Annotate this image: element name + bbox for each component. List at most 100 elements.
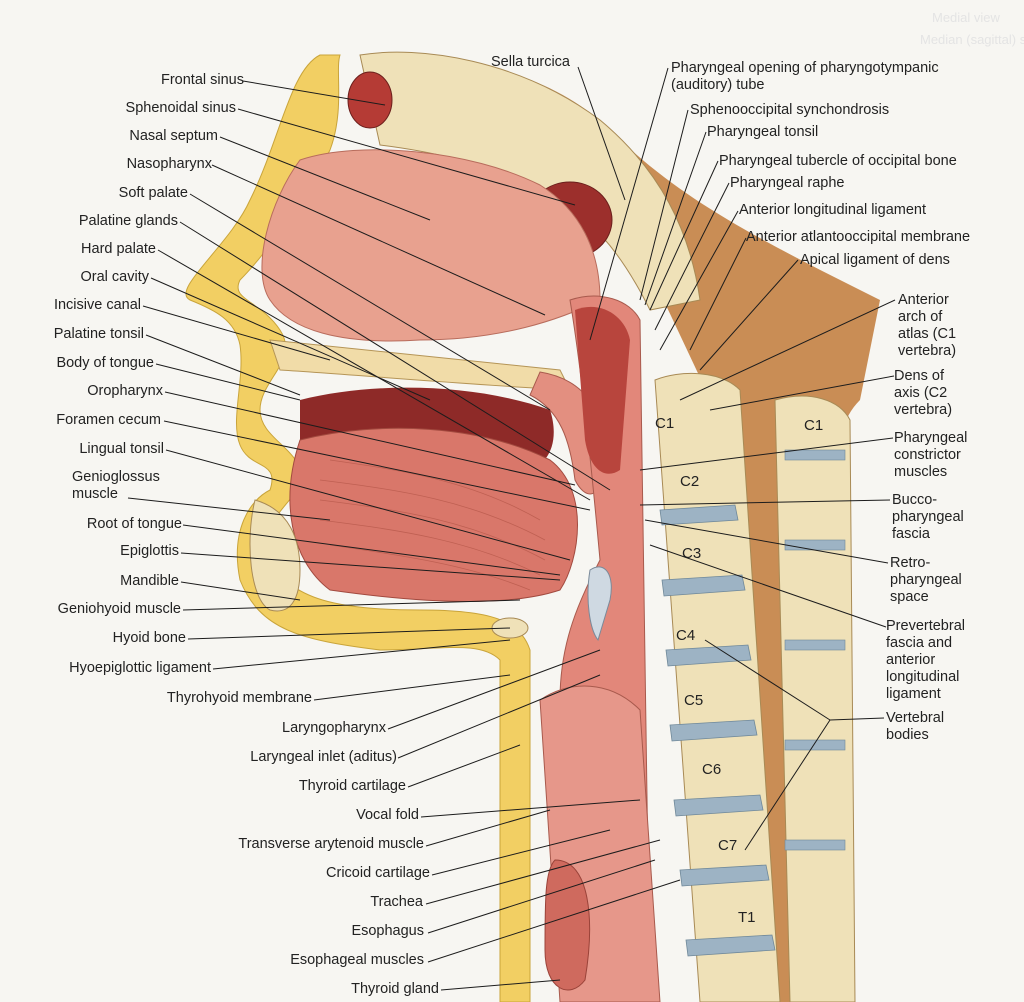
- label-pharyngeal-tonsil: Pharyngeal tonsil: [707, 124, 819, 140]
- leader-line: [654, 182, 730, 331]
- leader-line: [145, 334, 301, 396]
- leader-line: [440, 979, 561, 991]
- label-esophagus: Esophagus: [351, 923, 424, 939]
- leader-lines: [127, 66, 896, 991]
- label-thyroid-cartilage: Thyroid cartilage: [298, 778, 406, 794]
- vertebra-label-c4: C4: [676, 627, 695, 644]
- leader-line: [639, 499, 891, 506]
- label-palatine-tonsil: Palatine tonsil: [53, 326, 144, 342]
- leader-line: [649, 160, 719, 311]
- label-thyrohyoid-membrane: Thyrohyoid membrane: [166, 690, 312, 706]
- leader-line: [212, 639, 511, 670]
- label-vertebral-bodies: Vertebral bodies: [886, 710, 945, 743]
- leader-line: [313, 674, 511, 701]
- corner-caption-line-2: Median (sagittal) section: [920, 32, 1024, 47]
- hard-palate-strip: [269, 339, 571, 391]
- vertebra-label-c6: C6: [702, 761, 721, 778]
- leader-line: [180, 581, 301, 601]
- vertebra-label-c5: C5: [684, 692, 703, 709]
- label-oropharynx: Oropharynx: [87, 383, 163, 399]
- vertebra-label-c2: C2: [680, 473, 699, 490]
- leader-line: [649, 544, 887, 628]
- leader-line: [427, 879, 681, 963]
- label-esophageal-muscles: Esophageal muscles: [290, 952, 424, 968]
- label-body-of-tongue: Body of tongue: [56, 355, 154, 371]
- label-mandible: Mandible: [120, 573, 179, 589]
- leader-line: [639, 109, 689, 301]
- leader-line: [589, 67, 669, 341]
- label-dens-of-axis: Dens of axis (C2 vertebra): [894, 368, 953, 418]
- label-laryngeal-inlet: Laryngeal inlet (aditus): [250, 749, 397, 765]
- leader-line: [397, 674, 601, 759]
- leader-line: [150, 277, 431, 401]
- label-palatine-glands: Palatine glands: [78, 213, 178, 229]
- vertebra-label-c7: C7: [718, 837, 737, 854]
- label-retropharyngeal-space: Retro- pharyngeal space: [890, 555, 962, 605]
- vertebra-label-c1: C1: [655, 415, 674, 432]
- leader-line: [659, 210, 739, 351]
- label-foramen-cecum: Foramen cecum: [56, 412, 161, 428]
- leader-line: [237, 108, 576, 206]
- leader-line: [180, 552, 561, 581]
- epiglottis-shape: [587, 566, 612, 642]
- leader-line: [187, 627, 511, 640]
- label-thyroid-gland: Thyroid gland: [351, 981, 439, 997]
- leader-line: [387, 649, 601, 730]
- leader-line: [709, 375, 895, 411]
- leader-line: [425, 839, 661, 905]
- label-hyoepiglottic-ligament: Hyoepiglottic ligament: [69, 660, 211, 676]
- leader-line: [182, 524, 561, 576]
- vertebra-label-t1: T1: [738, 909, 756, 926]
- leader-line: [407, 744, 521, 788]
- label-sphenoidal-sinus: Sphenoidal sinus: [125, 100, 236, 116]
- frontal-sinus-shape: [347, 71, 393, 129]
- label-hard-palate: Hard palate: [81, 241, 156, 257]
- leader-line: [427, 859, 656, 934]
- leader-line: [644, 519, 889, 564]
- leader-line: [164, 391, 576, 486]
- vertebra-label-c1-posterior: C1: [804, 417, 823, 434]
- leader-line: [679, 299, 896, 401]
- leader-line: [211, 164, 546, 316]
- label-cricoid-cartilage: Cricoid cartilage: [326, 865, 430, 881]
- label-laryngopharynx: Laryngopharynx: [282, 720, 386, 736]
- label-lingual-tonsil: Lingual tonsil: [79, 441, 164, 457]
- label-geniohyoid-muscle: Geniohyoid muscle: [57, 601, 181, 617]
- label-transverse-arytenoid-muscle: Transverse arytenoid muscle: [238, 836, 424, 852]
- leader-line: [189, 193, 551, 411]
- label-pharyngeal-opening-auditory-tube: Pharyngeal opening of pharyngotympanic (…: [671, 60, 939, 93]
- leader-line: [431, 829, 611, 876]
- leader-line: [689, 237, 747, 351]
- label-epiglottis: Epiglottis: [120, 543, 179, 559]
- leader-line: [639, 437, 894, 471]
- leader-line: [127, 497, 331, 521]
- leader-line: [182, 599, 521, 611]
- label-oral-cavity: Oral cavity: [80, 269, 150, 285]
- label-pharyngeal-raphe: Pharyngeal raphe: [730, 175, 845, 191]
- label-prevertebral-fascia: Prevertebral fascia and anterior longitu…: [886, 618, 965, 702]
- leader-line: [155, 363, 301, 401]
- label-anterior-atlantooccipital-membrane: Anterior atlantooccipital membrane: [746, 229, 971, 245]
- label-anterior-longitudinal-ligament: Anterior longitudinal ligament: [739, 202, 926, 218]
- label-trachea: Trachea: [370, 894, 423, 910]
- tongue-muscle-fibers: [319, 459, 546, 591]
- nasal-septum-area: [261, 149, 601, 342]
- label-sphenooccipital-synchondrosis: Sphenooccipital synchondrosis: [690, 102, 890, 118]
- label-root-of-tongue: Root of tongue: [86, 516, 182, 532]
- leader-line: [420, 799, 641, 818]
- leader-line: [704, 639, 831, 721]
- label-incisive-canal: Incisive canal: [53, 297, 141, 313]
- leader-line: [165, 449, 571, 561]
- label-nasopharynx: Nasopharynx: [126, 156, 212, 172]
- leader-line: [242, 80, 386, 106]
- label-vocal-fold: Vocal fold: [356, 807, 419, 823]
- label-frontal-sinus: Frontal sinus: [160, 72, 244, 88]
- label-apical-ligament-of-dens: Apical ligament of dens: [800, 252, 950, 268]
- leader-line: [699, 259, 799, 371]
- leader-line: [219, 136, 431, 221]
- leader-line: [577, 66, 626, 201]
- leader-line: [142, 305, 331, 361]
- label-hyoid-bone: Hyoid bone: [112, 630, 186, 646]
